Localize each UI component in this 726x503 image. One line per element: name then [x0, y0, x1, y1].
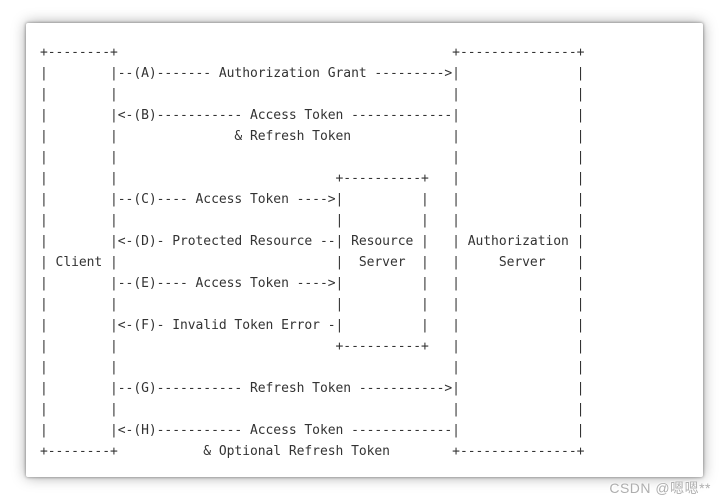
oauth-token-refresh-ascii-diagram: +--------+ +---------------+ | |--(A)---…: [40, 45, 585, 459]
csdn-watermark: CSDN @嗯嗯**: [609, 480, 711, 496]
diagram-page: +--------+ +---------------+ | |--(A)---…: [26, 23, 703, 477]
